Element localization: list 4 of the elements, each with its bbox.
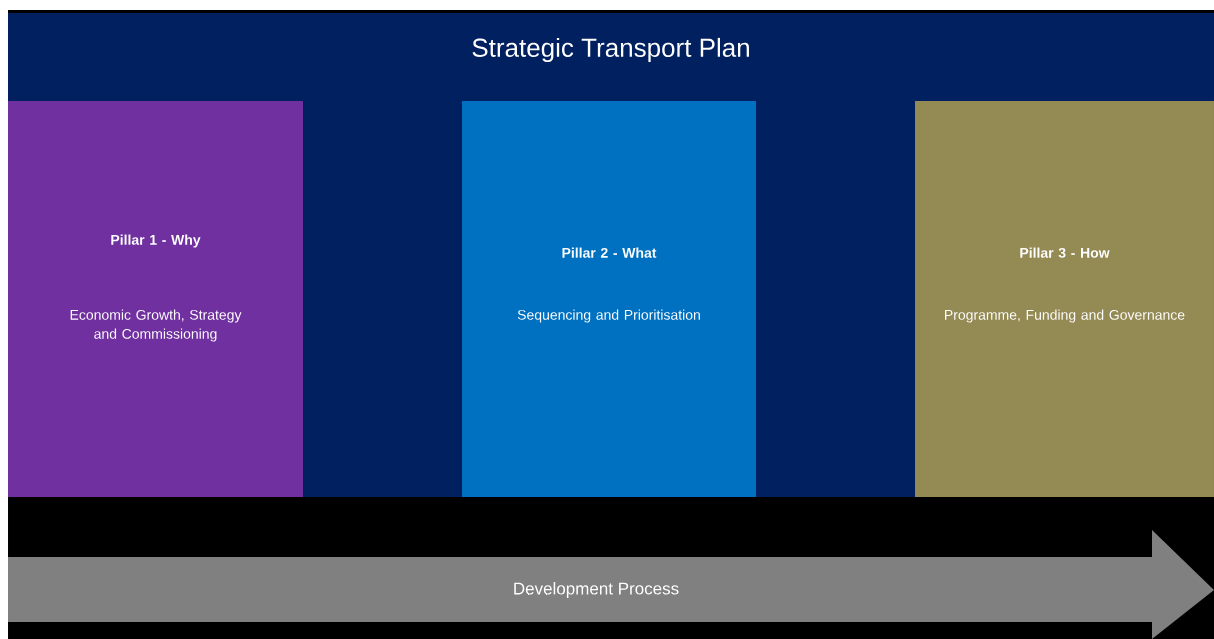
pillar-box: Pillar 3 - How Programme, Funding and Governance	[915, 101, 1214, 497]
title: Strategic Transport Plan	[472, 37, 749, 63]
pillar-box: Pillar 1 - Why Economic Growth, Strategy and Commissioning	[8, 101, 303, 497]
pillar-box: Pillar 2 - What Sequencing and Prioritisation	[462, 101, 756, 497]
